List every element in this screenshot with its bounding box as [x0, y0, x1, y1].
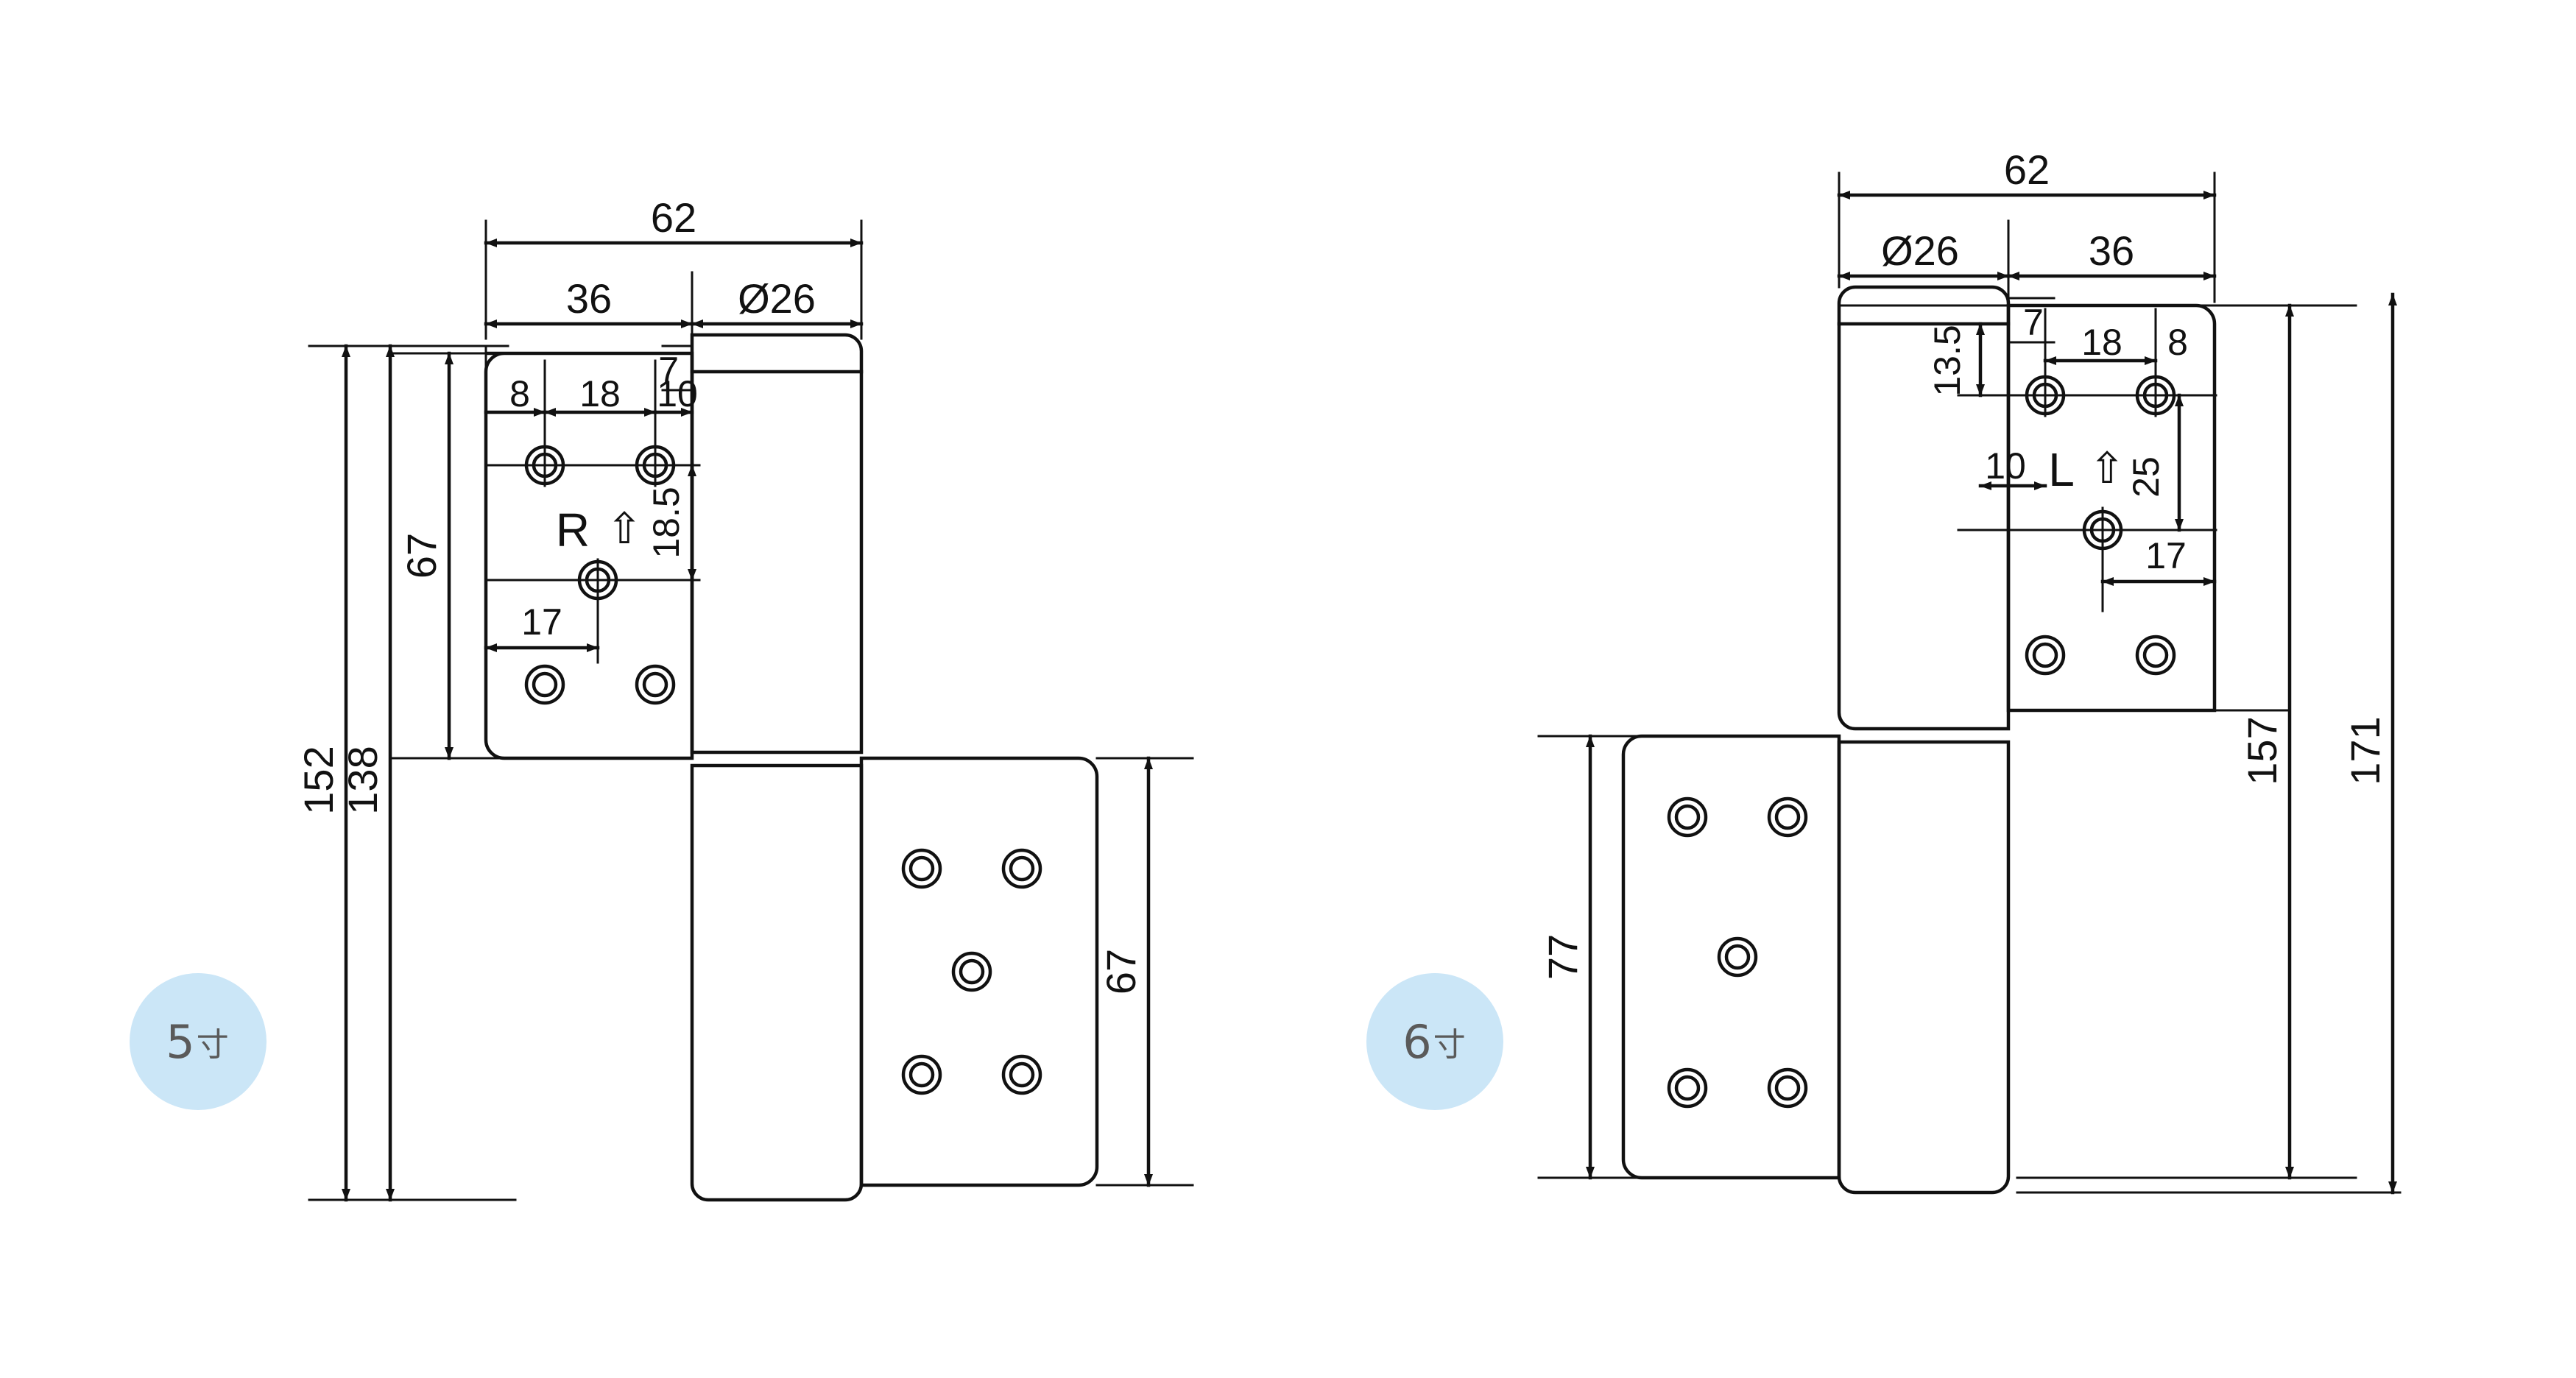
left-hand-arrow-icon: ⇧	[607, 505, 643, 553]
size-badge-5cun-number: 5	[166, 1014, 197, 1069]
left-dim-row-8-18-10	[484, 389, 694, 428]
right-label-13-5: 13.5	[1927, 325, 1968, 396]
right-label-157: 157	[2239, 716, 2285, 785]
size-badge-6cun: 6 寸	[1366, 973, 1503, 1110]
left-label-36: 36	[566, 275, 612, 322]
right-lower-leaf-holes	[1669, 799, 1806, 1106]
left-label-18-5: 18.5	[646, 487, 687, 558]
left-label-138: 138	[339, 746, 386, 814]
right-label-36: 36	[2089, 227, 2134, 274]
left-extension-lines	[308, 219, 1194, 1201]
right-label-171: 171	[2342, 716, 2388, 785]
left-label-17: 17	[521, 601, 562, 643]
left-label-18: 18	[579, 373, 621, 414]
right-label-62: 62	[2004, 146, 2050, 193]
left-label-d26: Ø26	[738, 275, 816, 322]
right-upper-leaf-holes	[2027, 377, 2174, 674]
right-label-8: 8	[2167, 322, 2188, 363]
left-dim-7	[661, 344, 694, 392]
left-label-67-upper: 67	[398, 533, 445, 579]
size-badge-6cun-number: 6	[1402, 1014, 1433, 1069]
right-hinge-body	[1621, 285, 2217, 1195]
size-badge-6cun-unit: 寸	[1433, 1026, 1467, 1064]
size-badge-5cun: 5 寸	[130, 973, 267, 1110]
left-label-7: 7	[658, 350, 679, 391]
left-label-152: 152	[295, 746, 342, 814]
left-hand-label: R	[556, 504, 590, 556]
left-label-62: 62	[651, 194, 696, 241]
left-label-67-lower: 67	[1098, 949, 1144, 994]
right-label-77: 77	[1539, 934, 1586, 980]
right-extension-lines	[1537, 172, 2402, 1194]
right-hand-label: L	[2048, 443, 2075, 496]
drawing-right-6cun	[1537, 172, 2402, 1195]
right-hand-arrow-icon: ⇧	[2089, 445, 2125, 492]
right-dim-7	[2007, 297, 2055, 344]
right-label-18: 18	[2081, 322, 2122, 363]
left-upper-leaf-holes	[526, 447, 674, 703]
right-label-d26: Ø26	[1881, 227, 1959, 274]
size-badge-5cun-unit: 寸	[196, 1026, 230, 1064]
left-hinge-body	[484, 333, 1099, 1202]
left-lower-leaf-holes	[903, 850, 1040, 1093]
right-label-17: 17	[2145, 535, 2187, 576]
right-label-25: 25	[2125, 456, 2167, 498]
right-dim-row-18-8	[2043, 341, 2216, 377]
drawing-left-5cun	[308, 219, 1194, 1202]
left-label-10: 10	[657, 373, 698, 414]
right-label-7: 7	[2023, 302, 2044, 343]
right-label-10: 10	[1985, 445, 2026, 487]
left-label-8: 8	[509, 373, 530, 414]
